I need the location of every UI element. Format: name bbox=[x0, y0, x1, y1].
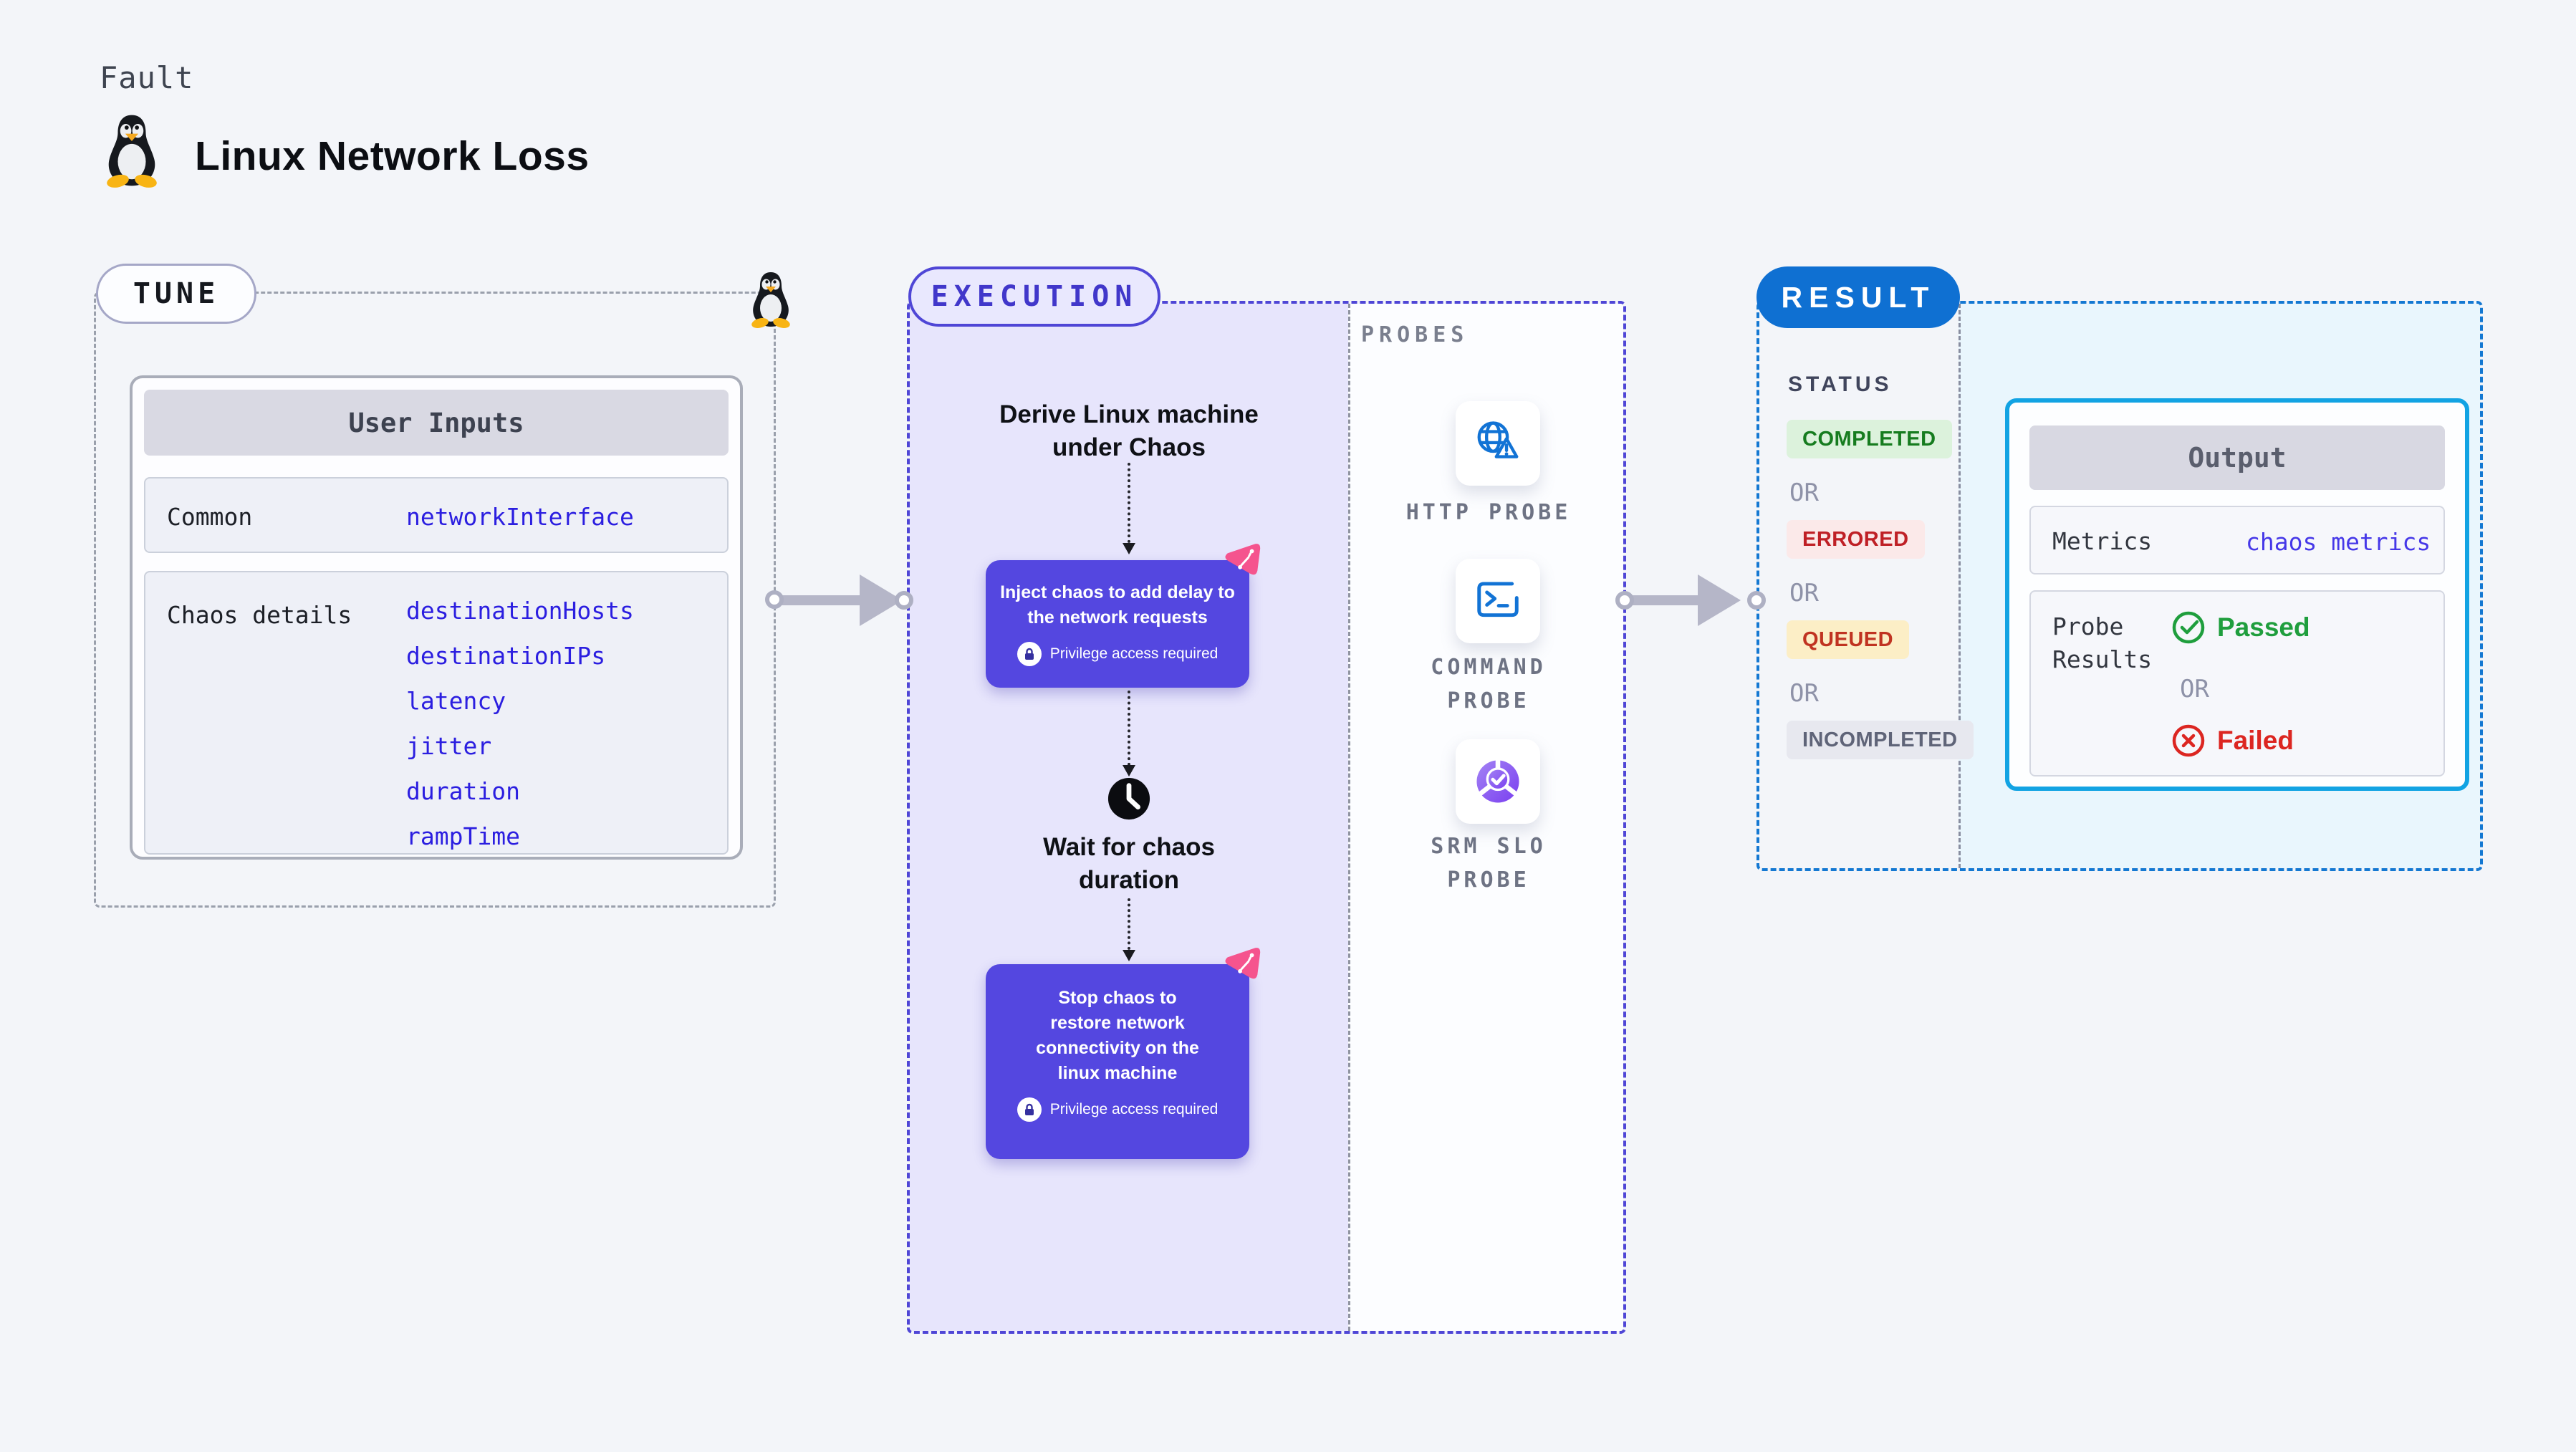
node-title: Stop chaos to restore network connectivi… bbox=[1036, 988, 1199, 1083]
or-separator: OR bbox=[1789, 579, 1819, 607]
chaos-experiment-icon bbox=[1225, 544, 1261, 575]
user-inputs-title: User Inputs bbox=[144, 390, 729, 456]
result-section: STATUS COMPLETED OR ERRORED OR QUEUED OR… bbox=[1756, 301, 2483, 871]
connector-dot bbox=[765, 590, 784, 609]
srm-slo-probe-card bbox=[1456, 739, 1540, 824]
output-row-probe-results: Probe Results Passed OR Failed bbox=[2029, 590, 2445, 777]
connector-dot bbox=[1747, 591, 1766, 610]
arrow-head-icon bbox=[1123, 765, 1135, 777]
or-separator: OR bbox=[1789, 679, 1819, 708]
input-value: destinationHosts bbox=[406, 597, 634, 625]
page-title: Linux Network Loss bbox=[195, 133, 590, 179]
x-circle-icon bbox=[2172, 724, 2205, 757]
dotted-connector bbox=[1128, 691, 1130, 766]
user-inputs-row-chaos-details: Chaos details destinationHosts destinati… bbox=[144, 571, 729, 855]
row-label: Chaos details bbox=[167, 601, 352, 629]
tune-section-badge: TUNE bbox=[96, 264, 256, 324]
arrow-head-icon bbox=[1698, 574, 1741, 626]
flow-arrow-execution-to-result bbox=[1625, 595, 1700, 605]
fault-eyebrow: Fault bbox=[100, 60, 194, 95]
connector-dot bbox=[895, 591, 913, 610]
status-badge-completed: COMPLETED bbox=[1787, 420, 1952, 458]
input-value: latency bbox=[406, 687, 506, 715]
result-section-badge: RESULT bbox=[1756, 266, 1960, 328]
http-probe-card bbox=[1456, 401, 1540, 486]
probe-result-failed: Failed bbox=[2171, 723, 2294, 758]
or-separator: OR bbox=[2180, 675, 2209, 703]
failed-label: Failed bbox=[2217, 726, 2294, 755]
status-badge-errored: ERRORED bbox=[1787, 520, 1925, 559]
linux-tux-icon bbox=[107, 115, 157, 188]
check-circle-icon bbox=[2172, 611, 2205, 644]
row-label: Probe Results bbox=[2052, 612, 2153, 673]
or-separator: OR bbox=[1789, 479, 1819, 507]
arrow-head-icon bbox=[1123, 543, 1135, 554]
status-badge-queued: QUEUED bbox=[1787, 620, 1910, 659]
output-row-metrics: Metrics chaos metrics bbox=[2029, 506, 2445, 574]
connector-dot bbox=[1615, 591, 1634, 610]
input-value: networkInterface bbox=[406, 503, 634, 531]
dotted-connector bbox=[1128, 463, 1130, 543]
globe-alert-icon bbox=[1477, 421, 1519, 458]
lock-icon bbox=[1017, 1097, 1042, 1122]
http-probe-label: HTTP PROBE bbox=[1405, 500, 1572, 525]
node-title: Inject chaos to add delay to the network… bbox=[1000, 582, 1235, 628]
dotted-connector bbox=[1128, 898, 1130, 950]
srm-slo-probe-label: SRM SLO PROBE bbox=[1431, 834, 1547, 893]
command-probe-card bbox=[1456, 559, 1540, 643]
terminal-icon bbox=[1477, 582, 1519, 617]
passed-label: Passed bbox=[2217, 612, 2310, 642]
flow-arrow-tune-to-execution bbox=[776, 595, 863, 605]
step-derive-machine: Derive Linux machine under Chaos bbox=[999, 400, 1259, 461]
linux-tux-icon-small bbox=[751, 272, 790, 328]
privilege-note: Privilege access required bbox=[1049, 645, 1219, 662]
row-label: Metrics bbox=[2052, 527, 2153, 555]
privilege-note: Privilege access required bbox=[1049, 1101, 1219, 1117]
arrow-head-icon bbox=[1123, 950, 1135, 961]
output-card: Output Metrics chaos metrics Probe Resul… bbox=[2005, 398, 2469, 791]
execution-section-badge: EXECUTION bbox=[908, 266, 1160, 327]
slo-pie-chart-icon bbox=[1476, 759, 1519, 803]
output-title: Output bbox=[2029, 425, 2445, 490]
command-probe-label: COMMAND PROBE bbox=[1431, 655, 1547, 713]
user-inputs-row-common: Common networkInterface bbox=[144, 477, 729, 553]
node-inject-chaos: Inject chaos to add delay to the network… bbox=[986, 560, 1249, 688]
metrics-value: chaos metrics bbox=[2246, 527, 2431, 556]
input-value: rampTime bbox=[406, 822, 520, 850]
step-wait-duration: Wait for chaos duration bbox=[1043, 833, 1215, 894]
input-value: jitter bbox=[406, 732, 492, 760]
status-badge-incompleted: INCOMPLETED bbox=[1787, 721, 1974, 759]
execution-section: Derive Linux machine under Chaos Inject … bbox=[907, 301, 1626, 1334]
lock-icon bbox=[1017, 642, 1042, 666]
probe-result-passed: Passed bbox=[2171, 610, 2310, 645]
input-value: duration bbox=[406, 777, 520, 805]
input-value: destinationIPs bbox=[406, 642, 606, 670]
node-stop-chaos: Stop chaos to restore network connectivi… bbox=[986, 964, 1249, 1159]
probes-label: PROBES bbox=[1361, 322, 1469, 347]
wait-clock-icon bbox=[1107, 777, 1151, 821]
status-label: STATUS bbox=[1788, 372, 1893, 396]
chaos-experiment-icon bbox=[1225, 948, 1261, 979]
row-label: Common bbox=[167, 503, 253, 531]
